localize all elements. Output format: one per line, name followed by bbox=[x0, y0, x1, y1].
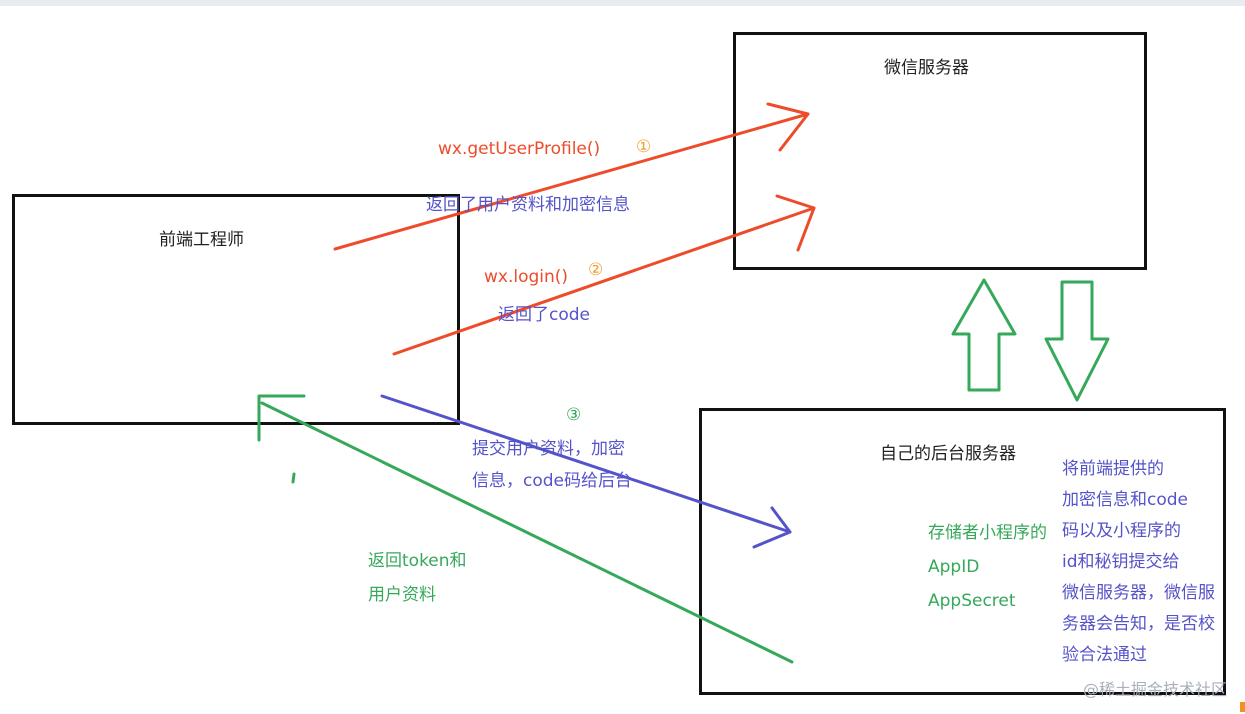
backend-note-line: 将前端提供的 bbox=[1062, 459, 1164, 479]
label-step-3: ③ bbox=[566, 405, 582, 425]
backend-note-line: id和秘钥提交给 bbox=[1062, 552, 1180, 572]
label-return-code: 返回了code bbox=[498, 305, 590, 325]
backend-note-line: 码以及小程序的 bbox=[1062, 521, 1181, 541]
top-bar bbox=[0, 0, 1245, 6]
arrow-getuserprofile bbox=[333, 102, 810, 251]
arrow-submit-to-backend bbox=[380, 394, 792, 549]
backend-note-line: 务器会告知，是否校 bbox=[1062, 614, 1215, 634]
label-return-token-line1: 返回token和 bbox=[368, 551, 467, 571]
frontend-title: 前端工程师 bbox=[159, 230, 244, 250]
green-dot-mark bbox=[291, 472, 296, 484]
wechat-server-title: 微信服务器 bbox=[884, 58, 969, 78]
wechat-server-box: 微信服务器 bbox=[733, 32, 1147, 270]
hollow-down-arrow bbox=[1044, 280, 1110, 402]
label-step-2: ② bbox=[588, 260, 604, 280]
label-store-line2: AppID bbox=[928, 557, 980, 577]
backend-note-line: 验合法通过 bbox=[1062, 645, 1147, 665]
backend-server-box: 自己的后台服务器 bbox=[699, 408, 1226, 695]
backend-note-line: 加密信息和code bbox=[1062, 490, 1188, 510]
arrow-return-token bbox=[257, 394, 794, 664]
backend-server-title: 自己的后台服务器 bbox=[880, 444, 1016, 464]
label-submit-line2: 信息，code码给后台 bbox=[472, 471, 632, 491]
frontend-box: 前端工程师 bbox=[12, 194, 460, 425]
label-return-profile: 返回了用户资料和加密信息 bbox=[426, 195, 630, 215]
label-store-line1: 存储者小程序的 bbox=[928, 523, 1047, 543]
watermark: @稀土掘金技术社区 bbox=[1082, 680, 1227, 699]
label-return-token-line2: 用户资料 bbox=[368, 585, 436, 605]
label-submit-line1: 提交用户资料，加密 bbox=[472, 439, 625, 459]
label-getuserprofile: wx.getUserProfile() bbox=[438, 139, 601, 159]
label-step-1: ① bbox=[636, 137, 652, 157]
label-store-line3: AppSecret bbox=[928, 591, 1016, 611]
backend-note-line: 微信服务器，微信服 bbox=[1062, 583, 1215, 603]
arrow-login bbox=[392, 194, 816, 356]
corner-mark bbox=[1240, 702, 1245, 712]
label-login: wx.login() bbox=[484, 267, 569, 287]
hollow-up-arrow bbox=[951, 278, 1017, 392]
